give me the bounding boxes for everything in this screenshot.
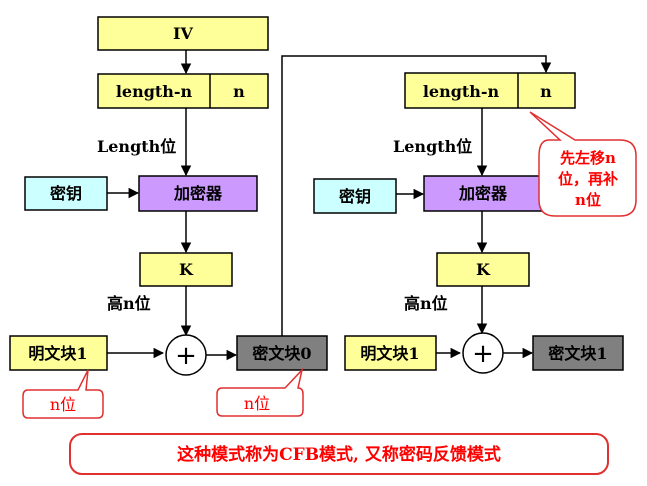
right-length-n-label: length-n — [423, 82, 500, 101]
left-iv-label: IV — [173, 24, 193, 43]
left-k-label: K — [179, 260, 194, 279]
left-key-box: 密钥 — [24, 176, 108, 211]
left-plaintext-callout: n位 — [22, 369, 104, 419]
left-length-bits-label: Length位 — [97, 137, 176, 156]
right-plaintext-label: 明文块1 — [360, 344, 419, 363]
left-ciphertext-label: 密文块0 — [251, 344, 311, 363]
left-iv-box: IV — [97, 16, 269, 51]
right-n-label: n — [540, 82, 552, 101]
feedback-arrow — [281, 55, 552, 336]
right-ciphertext-box: 密文块1 — [532, 335, 624, 371]
left-encryptor-box: 加密器 — [138, 175, 258, 212]
right-k-box: K — [436, 252, 530, 287]
left-plaintext-label: 明文块1 — [28, 344, 87, 363]
right-xor-symbol: + — [462, 332, 504, 374]
right-key-label: 密钥 — [338, 187, 371, 206]
right-shift-callout-line-1: 先左移n — [560, 149, 616, 167]
right-shift-callout: 先左移n 位，再补 n位 — [529, 111, 637, 217]
right-length-bits-label: Length位 — [393, 137, 472, 156]
footer-banner: 这种模式称为CFB模式, 又称密码反馈模式 — [69, 433, 609, 475]
right-ciphertext-label: 密文块1 — [547, 344, 607, 363]
right-k-label: K — [476, 260, 491, 279]
left-xor-label: + — [175, 341, 197, 371]
right-encryptor-box: 加密器 — [423, 175, 543, 212]
right-key-box: 密钥 — [313, 178, 397, 214]
footer-text: 这种模式称为CFB模式, 又称密码反馈模式 — [177, 444, 501, 465]
left-xor-symbol: + — [165, 334, 207, 376]
left-high-n-bits-label: 高n位 — [107, 294, 151, 313]
left-ciphertext-box: 密文块0 — [236, 335, 328, 371]
right-plaintext-box: 明文块1 — [344, 335, 437, 371]
left-encryptor-label: 加密器 — [173, 184, 223, 203]
left-plaintext-callout-label: n位 — [50, 395, 76, 414]
right-xor-label: + — [472, 339, 494, 369]
left-key-label: 密钥 — [49, 184, 82, 203]
right-high-n-bits-label: 高n位 — [404, 294, 448, 313]
left-plaintext-box: 明文块1 — [9, 335, 108, 371]
right-shift-callout-line-3: n位 — [575, 191, 601, 209]
left-ciphertext-callout: n位 — [216, 367, 304, 417]
right-encryptor-label: 加密器 — [458, 184, 508, 203]
right-shift-callout-line-2: 位，再补 — [558, 170, 618, 188]
left-register-box: length-n n — [97, 73, 269, 109]
right-register-box: length-n n — [404, 72, 576, 109]
left-ciphertext-callout-label: n位 — [244, 394, 270, 413]
left-n-label: n — [233, 82, 245, 101]
left-length-n-label: length-n — [116, 82, 193, 101]
left-k-box: K — [139, 252, 233, 287]
